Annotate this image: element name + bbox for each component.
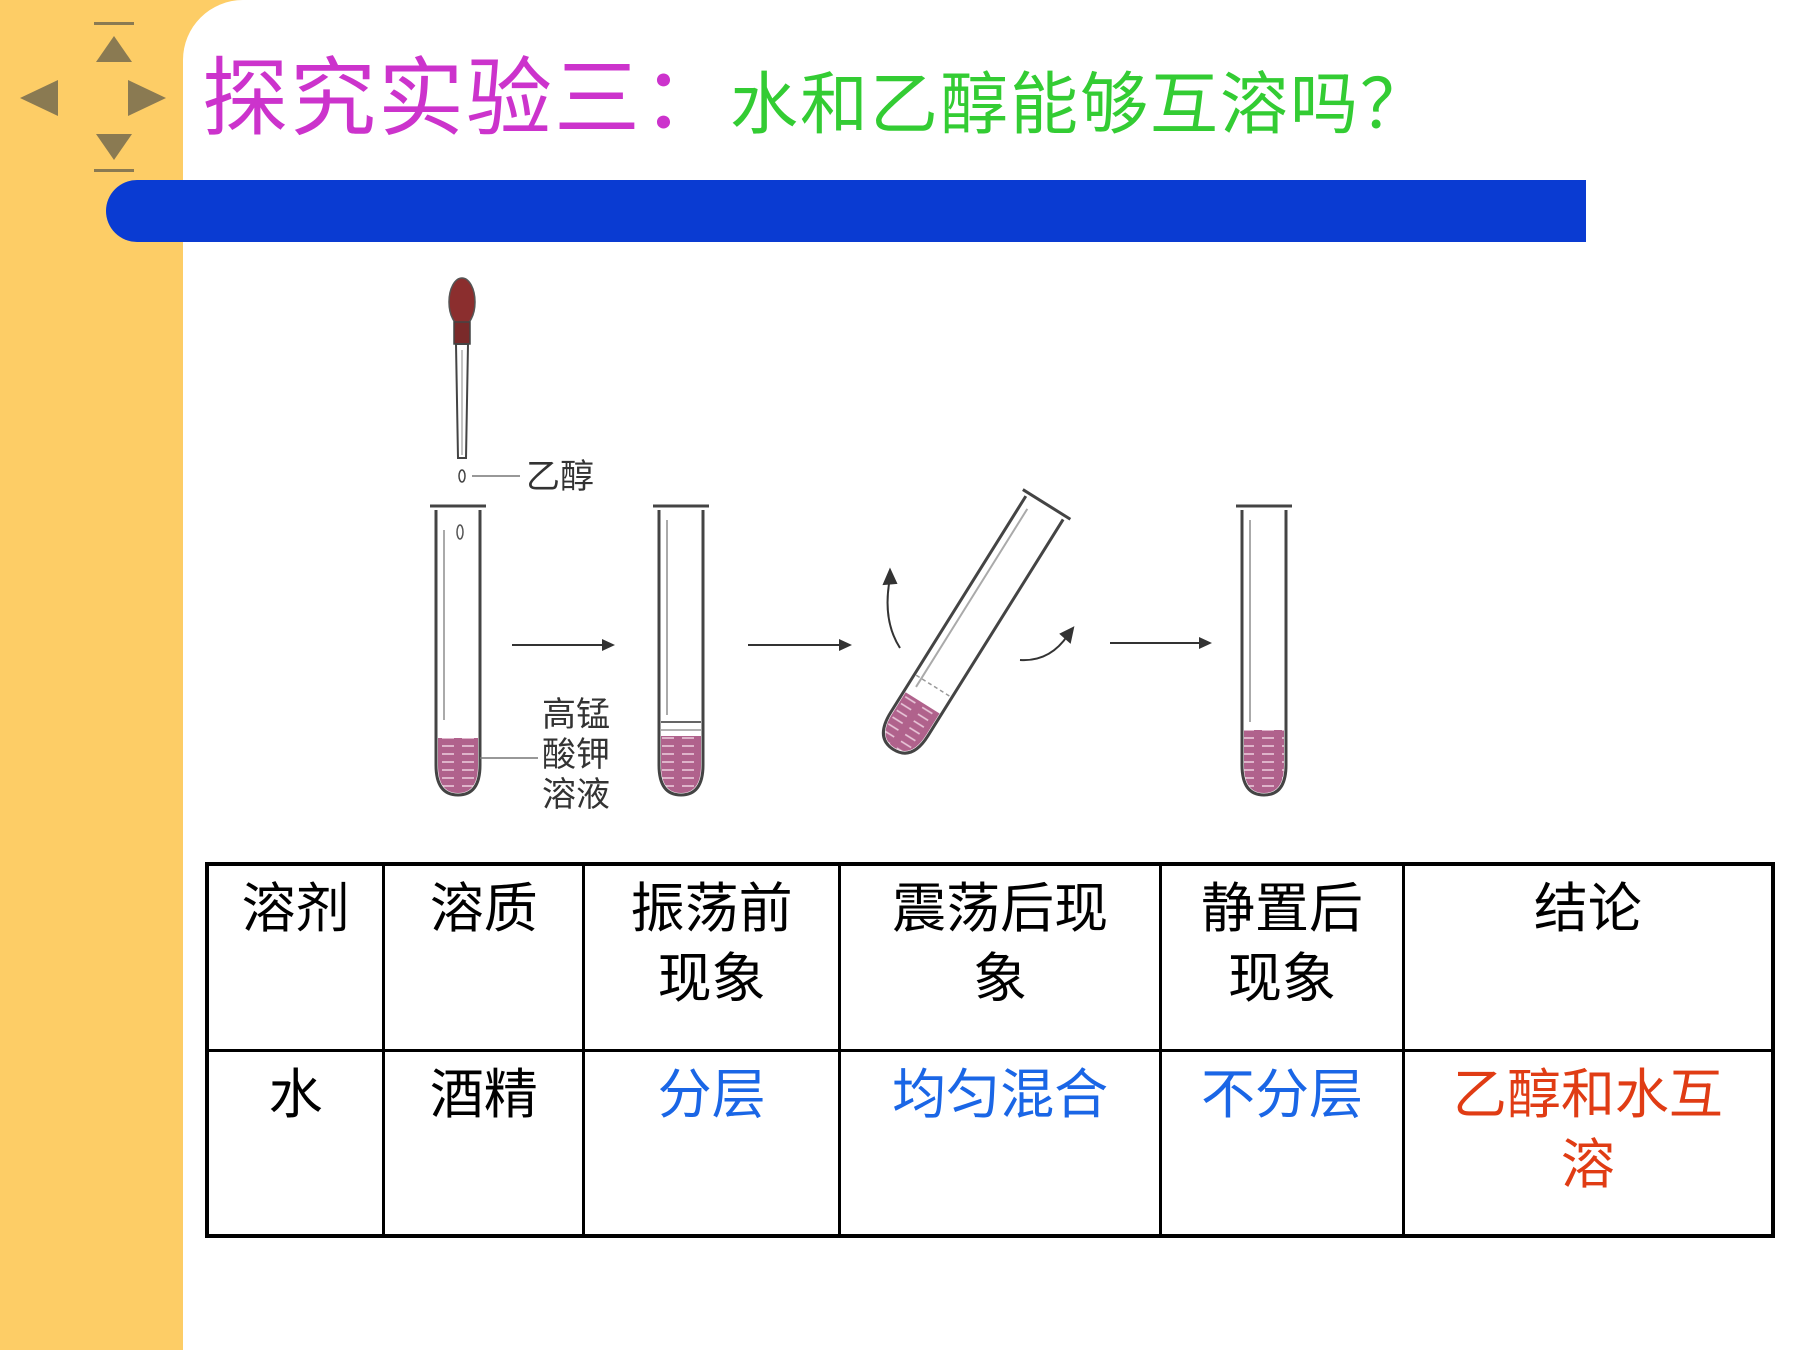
- table-header-row: 溶剂 溶质 振荡前现象 震荡后现象 静置后现象 结论: [205, 862, 1775, 1052]
- label-solution-line-1: 高锰: [542, 695, 610, 735]
- header-solvent: 溶剂: [205, 862, 386, 1052]
- navigation-arrows: [18, 22, 173, 172]
- test-tube-3-shaking: [881, 488, 1072, 755]
- results-table: 溶剂 溶质 振荡前现象 震荡后现象 静置后现象 结论 水 酒精 分层 均匀混合 …: [205, 862, 1775, 1238]
- header-after-shaking: 震荡后现象: [837, 862, 1163, 1052]
- cell-after-resting: 不分层: [1159, 1048, 1405, 1238]
- cell-before-shaking: 分层: [582, 1048, 841, 1238]
- cell-conclusion: 乙醇和水互溶: [1401, 1048, 1775, 1238]
- table-row: 水 酒精 分层 均匀混合 不分层 乙醇和水互溶: [205, 1048, 1775, 1238]
- cell-solvent: 水: [205, 1048, 386, 1238]
- title-area-background-right: [635, 0, 1800, 150]
- nav-bottom-line: [94, 169, 134, 172]
- slide-title: 探究实验三：水和乙醇能够互溶吗？: [202, 28, 1430, 149]
- arrow-left-icon[interactable]: [20, 80, 58, 116]
- label-ethanol: 乙醇: [526, 457, 594, 497]
- title-area-background: [183, 0, 653, 150]
- label-solution-line-2: 酸钾: [542, 735, 610, 775]
- header-solute: 溶质: [382, 862, 586, 1052]
- nav-top-line: [94, 22, 134, 25]
- header-before-shaking: 振荡前现象: [582, 862, 841, 1052]
- arrow-right-icon: [512, 639, 615, 651]
- blue-divider-bar: [106, 180, 1586, 242]
- arrow-down-icon[interactable]: [96, 134, 132, 160]
- arrow-right-icon[interactable]: [128, 80, 166, 116]
- title-question: 水和乙醇能够互溶吗？: [730, 66, 1431, 145]
- test-tube-2: [653, 504, 709, 797]
- experiment-diagram: 乙醇 高锰 酸钾 溶液: [420, 270, 1360, 830]
- arrow-up-icon[interactable]: [96, 36, 132, 62]
- test-tube-4: [1236, 504, 1292, 797]
- arrow-right-icon: [1110, 637, 1212, 649]
- arrow-right-icon: [748, 639, 852, 651]
- dropper-icon: [448, 277, 476, 483]
- header-conclusion: 结论: [1401, 862, 1775, 1052]
- cell-after-shaking: 均匀混合: [837, 1048, 1163, 1238]
- label-solution-line-3: 溶液: [542, 775, 610, 815]
- cell-solute: 酒精: [382, 1048, 586, 1238]
- shake-arrow-icon: [882, 567, 1075, 662]
- title-experiment: 探究实验三：: [202, 49, 730, 149]
- header-after-resting: 静置后现象: [1159, 862, 1405, 1052]
- test-tube-1: [430, 504, 486, 797]
